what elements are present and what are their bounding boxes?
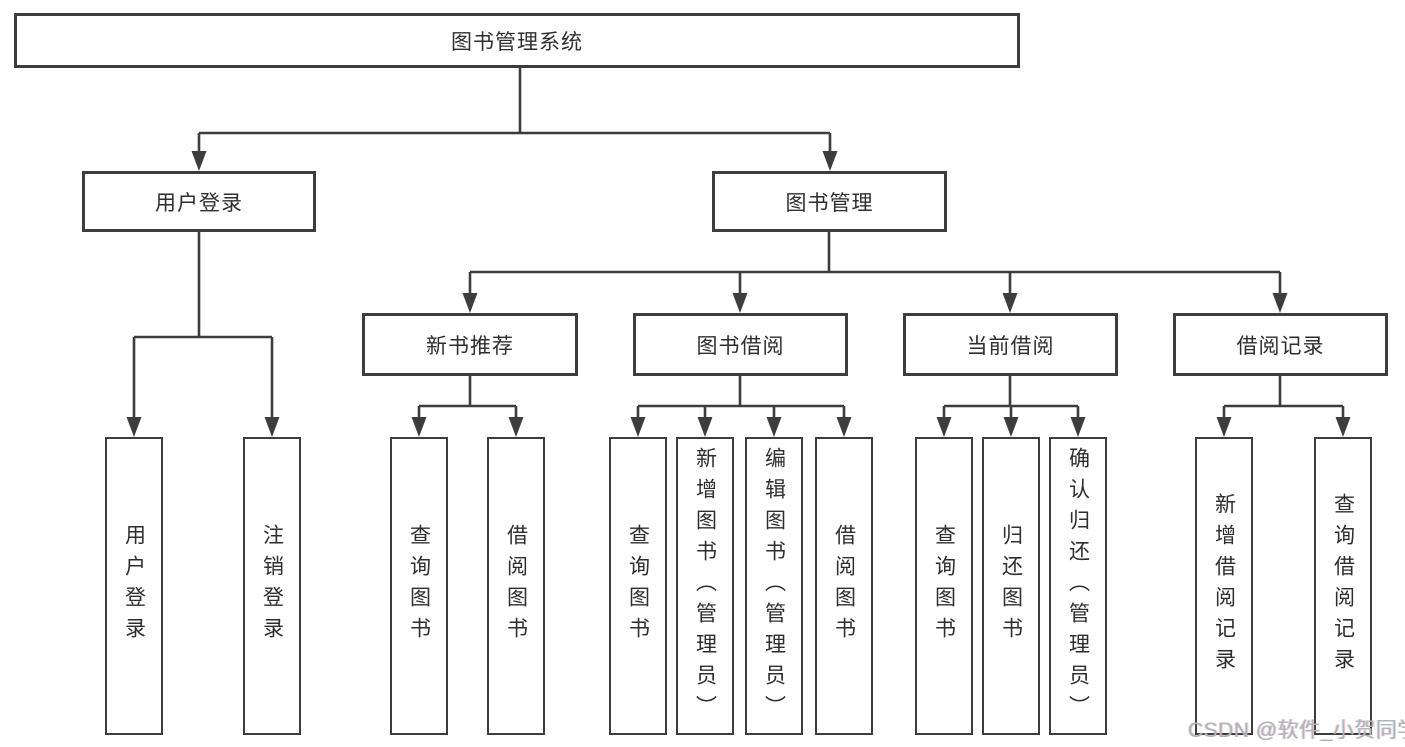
leaf-label: 借阅图书 [832, 524, 856, 648]
node-label: 图书管理系统 [451, 30, 583, 54]
node-label: 图书管理 [785, 191, 874, 215]
leaf-label: 编辑图书（管理员） [762, 446, 786, 726]
csdn-watermark: CSDN @软件_小贺同学 [1188, 719, 1405, 742]
node-new-book-recommend: 新书推荐 [362, 313, 578, 376]
leaf-query-borrow-record: 查询借阅记录 [1314, 437, 1372, 735]
node-book-borrow: 图书借阅 [633, 313, 848, 376]
node-label: 当前借阅 [966, 334, 1055, 358]
leaf-query-book-1: 查询图书 [390, 437, 448, 735]
leaf-label: 新增借阅记录 [1212, 493, 1236, 679]
leaf-label: 新增图书（管理员） [693, 446, 717, 726]
leaf-edit-book-admin: 编辑图书（管理员） [745, 437, 803, 735]
leaf-return-book: 归还图书 [982, 437, 1040, 735]
leaf-label: 查询图书 [932, 524, 956, 648]
leaf-logout: 注销登录 [243, 437, 301, 735]
node-user-login: 用户登录 [82, 171, 316, 232]
node-library-system: 图书管理系统 [14, 13, 1020, 68]
leaf-add-borrow-record: 新增借阅记录 [1195, 437, 1253, 735]
leaf-query-book-2: 查询图书 [609, 437, 667, 735]
leaf-label: 用户登录 [122, 524, 146, 648]
leaf-confirm-return-admin: 确认归还（管理员） [1049, 437, 1107, 735]
leaf-label: 查询借阅记录 [1331, 493, 1355, 679]
node-current-borrow: 当前借阅 [903, 313, 1118, 376]
leaf-label: 归还图书 [999, 524, 1023, 648]
node-borrow-record: 借阅记录 [1173, 313, 1388, 376]
leaf-label: 注销登录 [260, 524, 284, 648]
leaf-label: 借阅图书 [504, 524, 528, 648]
connector-new-book-rec-to-leaves [411, 376, 524, 437]
node-label: 借阅记录 [1236, 334, 1325, 358]
node-label: 用户登录 [155, 191, 243, 215]
leaf-add-book-admin: 新增图书（管理员） [676, 437, 734, 735]
node-label: 新书推荐 [426, 334, 514, 358]
connector-borrow-record-to-leaves [1216, 376, 1351, 437]
leaf-user-login: 用户登录 [105, 437, 163, 735]
connector-book-borrow-to-leaves [630, 376, 852, 437]
leaf-label: 查询图书 [407, 524, 431, 648]
leaf-label: 确认归还（管理员） [1066, 446, 1090, 726]
connector-book-mgmt-to-level3 [462, 232, 1288, 313]
connector-user-login-to-leaves [126, 232, 280, 437]
leaf-borrow-book-2: 借阅图书 [815, 437, 873, 735]
leaf-borrow-book-1: 借阅图书 [487, 437, 545, 735]
connector-root-to-level2 [191, 68, 838, 171]
node-label: 图书借阅 [696, 334, 785, 358]
node-book-management: 图书管理 [712, 171, 947, 232]
leaf-label: 查询图书 [626, 524, 650, 648]
connector-current-borrow-to-leaves [936, 376, 1086, 437]
leaf-query-book-3: 查询图书 [915, 437, 973, 735]
